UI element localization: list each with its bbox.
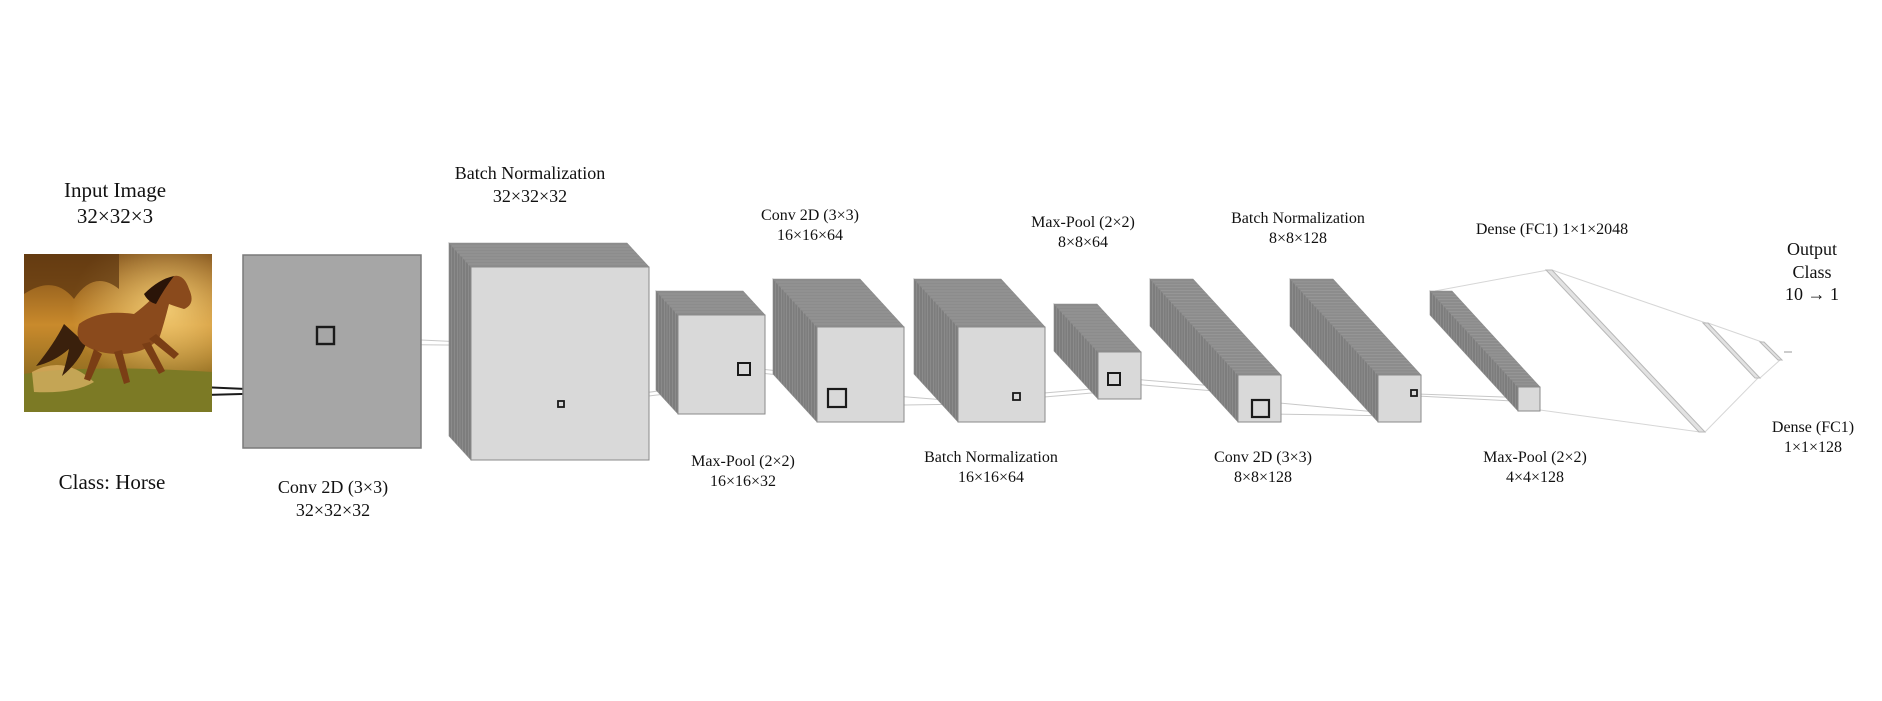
pool3-block [1430,291,1540,411]
pool2-dims: 8×8×64 [1031,233,1135,253]
dense2-label: Dense (FC1) 1×1×128 [1772,418,1854,458]
output-label: Output Class 10 → 1 [1785,238,1839,306]
pool2-name: Max-Pool (2×2) [1031,213,1135,233]
bn2-label: Batch Normalization 16×16×64 [924,448,1058,488]
dense1-label: Dense (FC1) 1×1×2048 [1476,220,1628,240]
conv1-dims: 32×32×32 [278,499,388,522]
conv1-block [243,255,421,448]
input-title: Input Image [64,177,166,203]
pool1-name: Max-Pool (2×2) [691,452,795,472]
bn3-label: Batch Normalization 8×8×128 [1231,209,1365,249]
bn1-dims: 32×32×32 [455,185,605,208]
conv3-label: Conv 2D (3×3) 8×8×128 [1214,448,1312,488]
input-class-label: Class: Horse [59,469,166,495]
dense1-block [1546,270,1705,432]
pool3-label: Max-Pool (2×2) 4×4×128 [1483,448,1587,488]
conv1-label: Conv 2D (3×3) 32×32×32 [278,476,388,521]
pool3-dims: 4×4×128 [1483,468,1587,488]
bn1-name: Batch Normalization [455,162,605,185]
output-slab [1760,342,1782,360]
bn2-dims: 16×16×64 [924,468,1058,488]
conv2-label: Conv 2D (3×3) 16×16×64 [761,206,859,246]
input-dims: 32×32×3 [64,203,166,229]
dense2-dims: 1×1×128 [1772,438,1854,458]
bn3-name: Batch Normalization [1231,209,1365,229]
bn3-dims: 8×8×128 [1231,229,1365,249]
bn1-block [449,243,649,460]
bn1-label: Batch Normalization 32×32×32 [455,162,605,207]
bn2-name: Batch Normalization [924,448,1058,468]
bn3-front-face [1378,375,1421,422]
conv2-name: Conv 2D (3×3) [761,206,859,226]
conv2-block [773,279,904,422]
pool2-block [1054,304,1141,399]
bn1-front-face [471,267,649,460]
pool2-label: Max-Pool (2×2) 8×8×64 [1031,213,1135,253]
dense1-slab [1546,270,1705,432]
conv1-name: Conv 2D (3×3) [278,476,388,499]
pool3-front-face [1518,387,1540,411]
conv3-name: Conv 2D (3×3) [1214,448,1312,468]
input-horse-image [24,254,212,412]
dense2-name: Dense (FC1) [1772,418,1854,438]
output-block [1760,342,1792,360]
dense1-to-dense2-bottom-connector [1705,378,1758,432]
pool1-block [656,291,765,414]
output-line1: Output [1785,238,1839,261]
bn2-front-face [958,327,1045,422]
conv3-dims: 8×8×128 [1214,468,1312,488]
pool1-front-face [678,315,765,414]
output-line3: 10 → 1 [1785,283,1839,306]
pool1-label: Max-Pool (2×2) 16×16×32 [691,452,795,492]
pool1-dims: 16×16×32 [691,472,795,492]
dense2-to-output-bottom-connector [1760,360,1780,378]
conv2-dims: 16×16×64 [761,226,859,246]
conv3-front-face [1238,375,1281,422]
layer-blocks [243,243,1792,460]
input-title-label: Input Image 32×32×3 [64,177,166,230]
output-line2: Class [1785,261,1839,284]
bn3-block [1290,279,1421,422]
pool3-name: Max-Pool (2×2) [1483,448,1587,468]
pool3-to-dense1-bottom-connector [1540,410,1700,432]
bn2-block [914,279,1045,422]
pool3-to-dense1-top-connector [1435,270,1548,291]
